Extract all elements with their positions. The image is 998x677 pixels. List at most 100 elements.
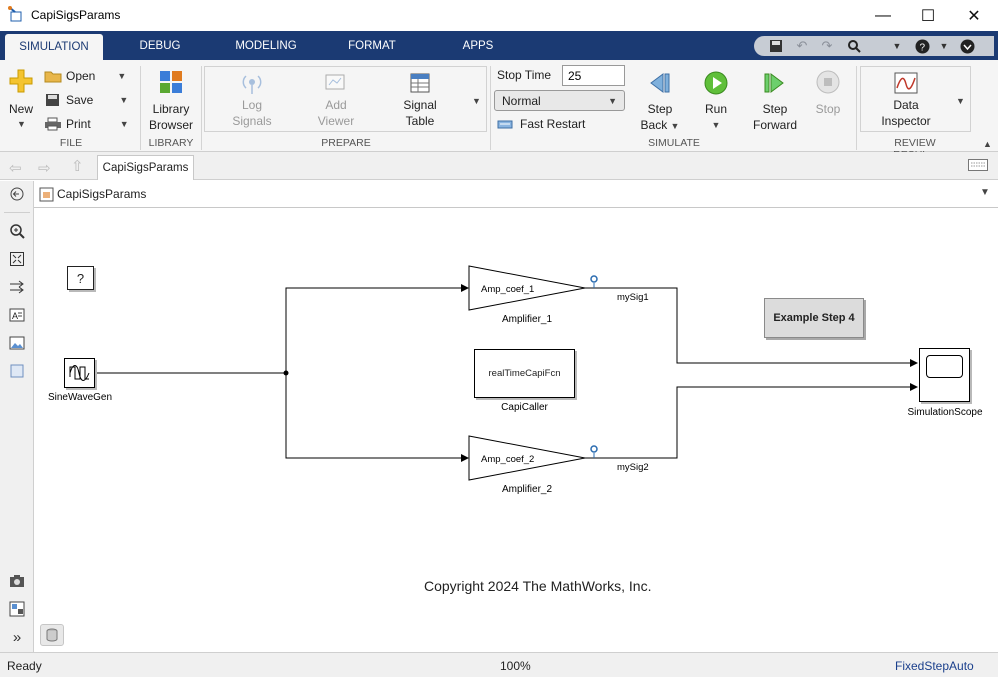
breadcrumb-bar: [34, 181, 998, 208]
expand-palette-icon[interactable]: »: [12, 628, 22, 646]
hide-browser-icon[interactable]: [8, 185, 26, 203]
chevron-up-icon[interactable]: ▲: [983, 139, 992, 149]
data-inspector-button[interactable]: Data Inspector: [876, 97, 936, 129]
fast-restart-button[interactable]: Fast Restart: [497, 117, 585, 131]
library-browser-button[interactable]: Library Browser: [146, 101, 196, 133]
save-button[interactable]: Save ▼: [44, 92, 128, 108]
keyboard-icon[interactable]: [968, 159, 988, 171]
signal-line: [585, 383, 918, 459]
capi-caller-block[interactable]: realTimeCapiFcn: [474, 349, 575, 398]
signal-table-label-2: Table: [405, 114, 435, 128]
printer-icon: [45, 117, 61, 131]
run-button[interactable]: Run ▼: [696, 101, 736, 133]
example-step-button[interactable]: Example Step 4: [764, 298, 864, 338]
log-signals-label-1: Log: [241, 98, 263, 112]
log-signals-button[interactable]: Log Signals: [222, 97, 282, 129]
open-button[interactable]: Open ▼: [44, 68, 126, 84]
back-arrow-icon[interactable]: ⇦: [9, 160, 22, 177]
quick-access-toolbar: [754, 36, 994, 56]
signal-table-icon: [409, 72, 433, 96]
forward-arrow-icon[interactable]: ⇨: [38, 160, 51, 177]
collapse-ribbon-icon[interactable]: [957, 36, 977, 56]
data-store-icon[interactable]: [40, 624, 64, 646]
maximize-button[interactable]: ☐: [920, 7, 936, 25]
stop-button[interactable]: Stop: [815, 102, 841, 116]
help-block[interactable]: ?: [67, 266, 94, 290]
stop-time-input[interactable]: [562, 65, 625, 86]
search-dropdown-icon[interactable]: ▼: [892, 41, 902, 51]
library-browser-icon[interactable]: [159, 70, 183, 94]
new-dropdown-icon[interactable]: ▼: [17, 119, 26, 129]
open-dropdown-icon: ▼: [117, 71, 127, 81]
scope-screen-icon: [926, 355, 963, 378]
palette-divider: [4, 212, 30, 213]
image-icon[interactable]: [8, 334, 26, 352]
print-button[interactable]: Print ▼: [44, 116, 129, 132]
folder-icon: [44, 71, 62, 83]
amplifier-2-label: Amplifier_2: [502, 484, 553, 495]
data-inspector-label-2: Inspector: [881, 114, 931, 128]
signal-table-button[interactable]: Signal Table: [390, 97, 450, 129]
step-back-label-2: Back ▼: [640, 118, 680, 132]
review-expand-icon[interactable]: ▼: [956, 96, 965, 106]
save-icon[interactable]: [766, 36, 786, 56]
camera-icon[interactable]: [8, 572, 26, 590]
help-dropdown-icon[interactable]: ▼: [939, 41, 949, 51]
add-viewer-button[interactable]: Add Viewer: [306, 97, 366, 129]
save-dropdown-icon: ▼: [119, 95, 129, 105]
library-group-label: LIBRARY: [148, 137, 194, 149]
print-dropdown-icon: ▼: [119, 119, 129, 129]
solver-link[interactable]: FixedStepAuto: [895, 659, 974, 673]
redo-icon[interactable]: ↷: [821, 38, 833, 53]
simulation-scope-block[interactable]: [919, 348, 970, 402]
breadcrumb[interactable]: CapiSigsParams: [57, 187, 147, 201]
status-text: Ready: [7, 659, 42, 673]
tab-simulation[interactable]: SIMULATION: [5, 34, 103, 60]
sine-wave-icon: [69, 365, 90, 381]
step-back-button[interactable]: Step Back ▼: [634, 101, 686, 134]
add-viewer-icon: [324, 72, 348, 96]
signal-line: [585, 287, 918, 367]
step-forward-button[interactable]: Step Forward: [746, 101, 804, 133]
search-icon[interactable]: [844, 36, 864, 56]
minimize-button[interactable]: —: [875, 6, 891, 24]
status-bar: [0, 652, 998, 677]
svg-text:A: A: [12, 311, 18, 321]
tab-debug[interactable]: DEBUG: [139, 39, 181, 52]
run-icon: [703, 70, 729, 96]
log-signals-label-2: Signals: [232, 114, 272, 128]
undo-icon[interactable]: ↶: [796, 38, 808, 53]
amplifier-1-label: Amplifier_1: [502, 314, 553, 325]
stop-icon: [816, 70, 840, 94]
up-arrow-icon[interactable]: ⇧: [71, 158, 84, 175]
sine-wave-block[interactable]: [64, 358, 95, 388]
amplifier-2-gain: Amp_coef_2: [481, 454, 535, 465]
data-inspector-label-1: Data: [893, 98, 919, 112]
simulation-scope-label: SimulationScope: [907, 407, 983, 418]
signal-line: [285, 284, 469, 373]
new-model-icon[interactable]: [8, 68, 36, 96]
fit-to-view-icon[interactable]: [8, 250, 26, 268]
model-tab[interactable]: CapiSigsParams: [97, 155, 194, 180]
new-button[interactable]: New: [8, 102, 33, 116]
tab-format[interactable]: FORMAT: [348, 39, 396, 52]
simulation-mode-select[interactable]: Normal ▼: [494, 90, 625, 111]
tab-apps[interactable]: APPS: [462, 39, 494, 52]
test-point-icon: [590, 275, 598, 283]
model-icon: [39, 187, 54, 202]
breadcrumb-dropdown-icon[interactable]: ▼: [980, 187, 990, 198]
prepare-gallery: [204, 66, 487, 132]
close-button[interactable]: ✕: [967, 7, 981, 25]
arrange-icon[interactable]: [8, 278, 26, 296]
simulink-app-icon: [8, 6, 26, 24]
tab-modeling[interactable]: MODELING: [235, 39, 297, 52]
annotation-icon[interactable]: A: [8, 306, 26, 324]
prepare-expand-icon[interactable]: ▼: [472, 96, 481, 106]
fast-restart-icon: [497, 120, 513, 129]
signal-label-mysig1: mySig1: [617, 292, 649, 303]
model-browser-icon[interactable]: [8, 600, 26, 618]
sine-wave-label: SineWaveGen: [47, 392, 113, 403]
area-icon[interactable]: [8, 362, 26, 380]
help-icon[interactable]: ?: [912, 36, 932, 56]
zoom-icon[interactable]: [8, 222, 26, 240]
